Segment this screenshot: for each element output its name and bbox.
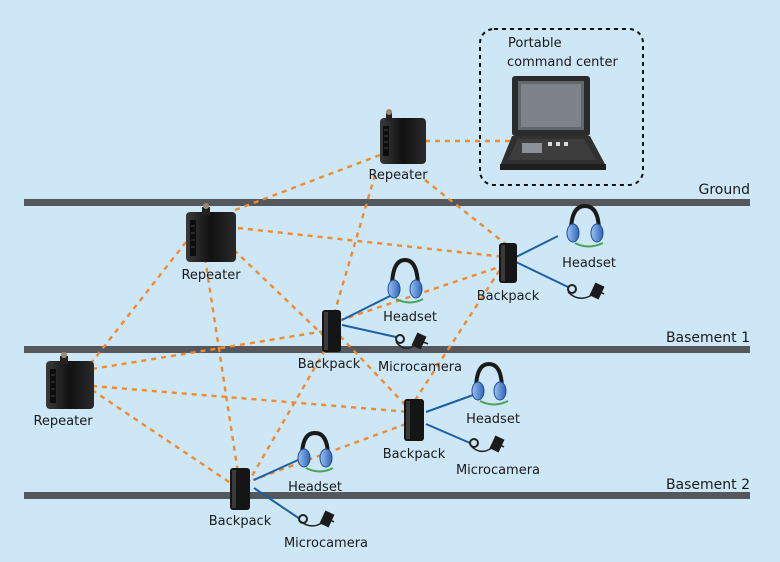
command-center-boundary <box>479 28 644 186</box>
basement1-floor-line <box>24 346 750 353</box>
microcamera-c-label: Microcamera <box>456 463 540 478</box>
basement2-floor-line <box>24 492 750 499</box>
headset-a[interactable]: Headset <box>562 203 616 271</box>
microcamera-c[interactable]: Microcamera <box>456 435 540 478</box>
backpack-c-label: Backpack <box>383 447 446 462</box>
basement1-level-label: Basement 1 <box>666 330 750 346</box>
repeater-left[interactable]: Repeater <box>33 352 94 429</box>
backpack-a[interactable]: Backpack <box>477 243 540 304</box>
microcamera-c-icon <box>469 435 505 453</box>
backpack-c-icon <box>404 399 424 441</box>
command-center-label-line2: command center <box>507 55 618 70</box>
microcamera-d[interactable]: Microcamera <box>284 510 368 551</box>
repeater-ground-icon <box>380 109 426 164</box>
headset-c-label: Headset <box>466 412 520 427</box>
basement2-level-label: Basement 2 <box>666 477 750 493</box>
repeater-basement1[interactable]: Repeater <box>181 203 241 283</box>
headset-c-icon <box>471 361 509 406</box>
headset-b-label: Headset <box>383 310 437 325</box>
wireless-links <box>87 139 515 489</box>
command-center-label-line1: Portable <box>508 36 562 51</box>
microcamera-d-icon <box>298 510 335 528</box>
backpack-b[interactable]: Backpack <box>298 310 361 372</box>
repeater-left-icon <box>46 352 94 409</box>
backpack-d[interactable]: Backpack <box>209 468 272 529</box>
cables <box>253 235 569 520</box>
backpack-a-label: Backpack <box>477 289 540 304</box>
backpack-a-icon <box>499 243 517 283</box>
headset-a-icon <box>566 203 604 248</box>
repeater-left-label: Repeater <box>33 414 93 429</box>
repeater-ground[interactable]: Repeater <box>368 109 428 183</box>
headset-b-icon <box>387 257 424 304</box>
backpack-b-icon <box>322 310 341 352</box>
headset-d[interactable]: Headset <box>288 430 342 495</box>
backpack-d-label: Backpack <box>209 514 272 529</box>
microcamera-a-icon <box>567 282 605 300</box>
microcamera-b[interactable]: Microcamera <box>378 332 462 375</box>
headset-d-icon <box>297 430 334 473</box>
repeater-ground-label: Repeater <box>368 168 428 183</box>
backpack-b-label: Backpack <box>298 357 361 372</box>
portable-command-center[interactable]: Portable command center <box>479 28 644 186</box>
backpack-c[interactable]: Backpack <box>383 399 446 462</box>
microcamera-b-label: Microcamera <box>378 360 462 375</box>
command-center-case-icon <box>500 76 606 170</box>
repeater-basement1-icon <box>186 203 236 262</box>
microcamera-b-icon <box>395 332 429 350</box>
headset-c[interactable]: Headset <box>466 361 520 427</box>
headset-b[interactable]: Headset <box>383 257 437 325</box>
headset-a-label: Headset <box>562 256 616 271</box>
repeater-basement1-label: Repeater <box>181 268 241 283</box>
microcamera-a[interactable] <box>567 282 605 300</box>
backpack-d-icon <box>230 468 250 510</box>
microcamera-d-label: Microcamera <box>284 536 368 551</box>
ground-level-label: Ground <box>699 182 751 198</box>
headset-d-label: Headset <box>288 480 342 495</box>
ground-floor-line <box>24 199 750 206</box>
